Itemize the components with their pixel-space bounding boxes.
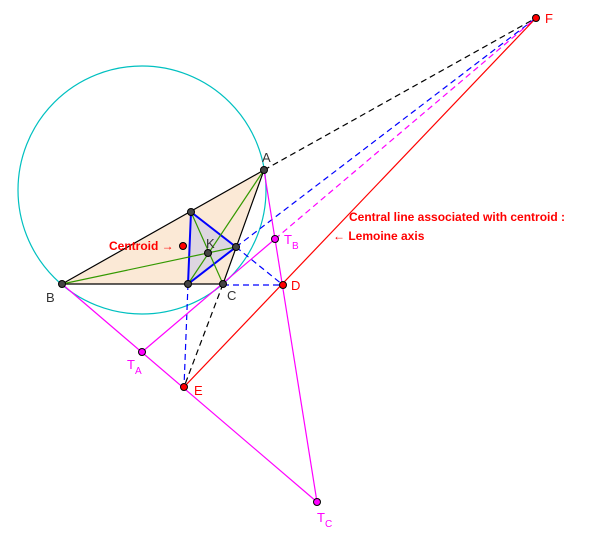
- lemoine-axis: [183, 17, 537, 388]
- label-TC: TC: [317, 510, 332, 530]
- label-A: A: [262, 150, 271, 165]
- label-K: K: [206, 236, 215, 251]
- label-E: E: [194, 383, 203, 398]
- points: [58, 14, 540, 506]
- dashed-lines: [183, 17, 537, 388]
- label-TA: TA: [127, 357, 142, 377]
- tangent-lines: [61, 169, 318, 503]
- label-TB: TB: [284, 232, 299, 252]
- centroid-annotation: Centroid →: [109, 239, 174, 253]
- circumcircle: [17, 65, 267, 315]
- label-F: F: [545, 11, 553, 26]
- central-line-annotation: Central line associated with centroid :: [349, 210, 565, 224]
- label-D: D: [291, 278, 300, 293]
- lemoine-axis-annotation: ← Lemoine axis: [333, 229, 425, 243]
- triangle-ABC: [59, 168, 266, 285]
- label-C: C: [227, 288, 236, 303]
- label-B: B: [46, 290, 55, 305]
